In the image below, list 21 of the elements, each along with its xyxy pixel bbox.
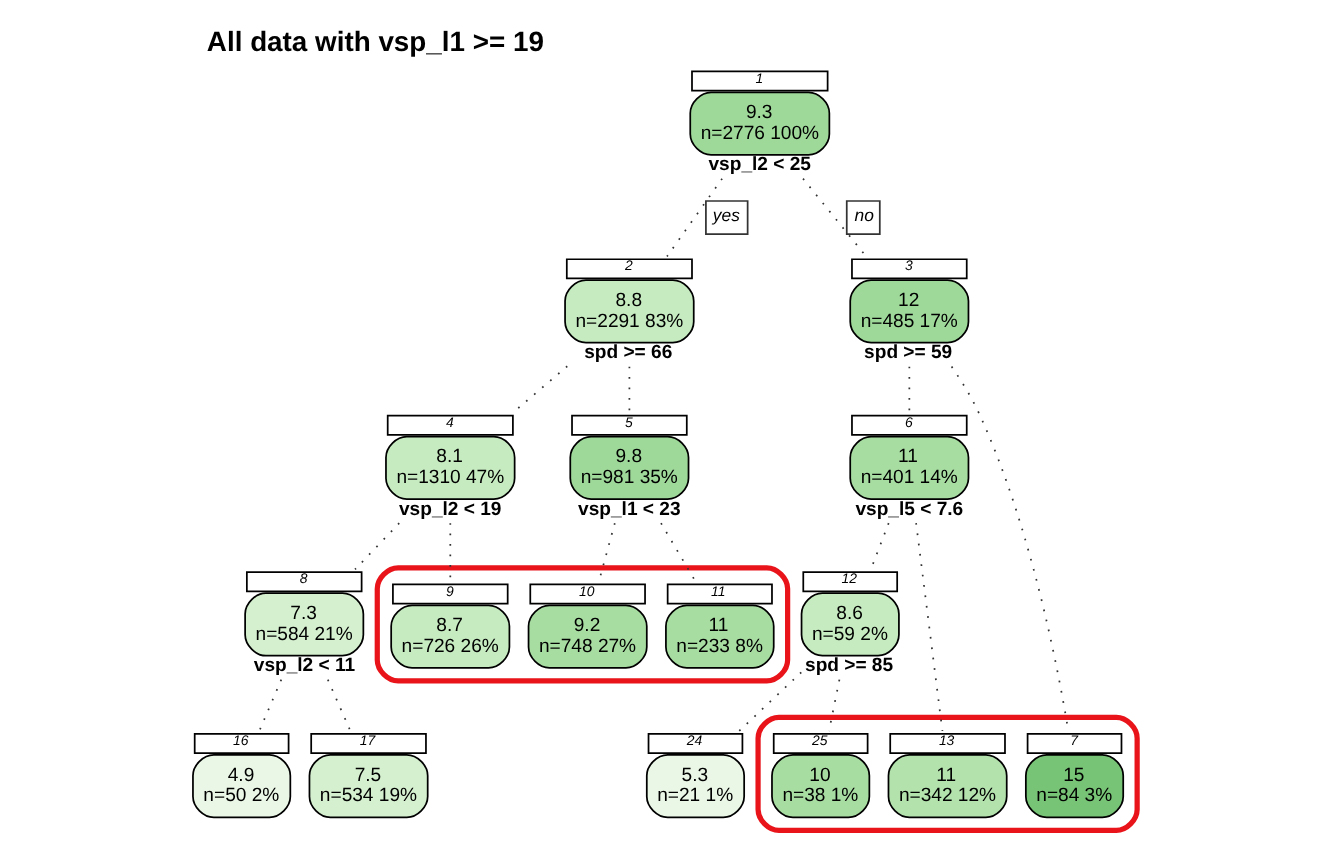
node-label: spd >= 66 bbox=[583, 342, 672, 365]
node-label: vsp_l2 < 25 bbox=[707, 154, 810, 177]
connector bbox=[353, 522, 400, 571]
edge-label: no bbox=[853, 204, 873, 225]
connector bbox=[914, 522, 943, 732]
node-label: spd >= 59 bbox=[863, 342, 952, 365]
node-label: vsp_l5 < 7.6 bbox=[854, 498, 963, 521]
edge-label: yes bbox=[711, 204, 739, 225]
connector bbox=[737, 671, 802, 733]
cluster bbox=[754, 714, 1139, 834]
connector bbox=[801, 177, 867, 258]
diagram-title: All data with vsp_l1 >= 19 bbox=[205, 25, 543, 58]
connector bbox=[325, 678, 351, 732]
connector bbox=[659, 522, 696, 583]
cluster bbox=[373, 565, 790, 684]
node-label: vsp_l2 < 11 bbox=[252, 655, 355, 677]
connector bbox=[665, 177, 722, 258]
node-label: vsp_l2 < 19 bbox=[398, 498, 501, 521]
connector bbox=[257, 678, 282, 732]
node-label: spd >= 85 bbox=[804, 655, 893, 677]
node-label: vsp_l1 < 23 bbox=[577, 498, 680, 521]
